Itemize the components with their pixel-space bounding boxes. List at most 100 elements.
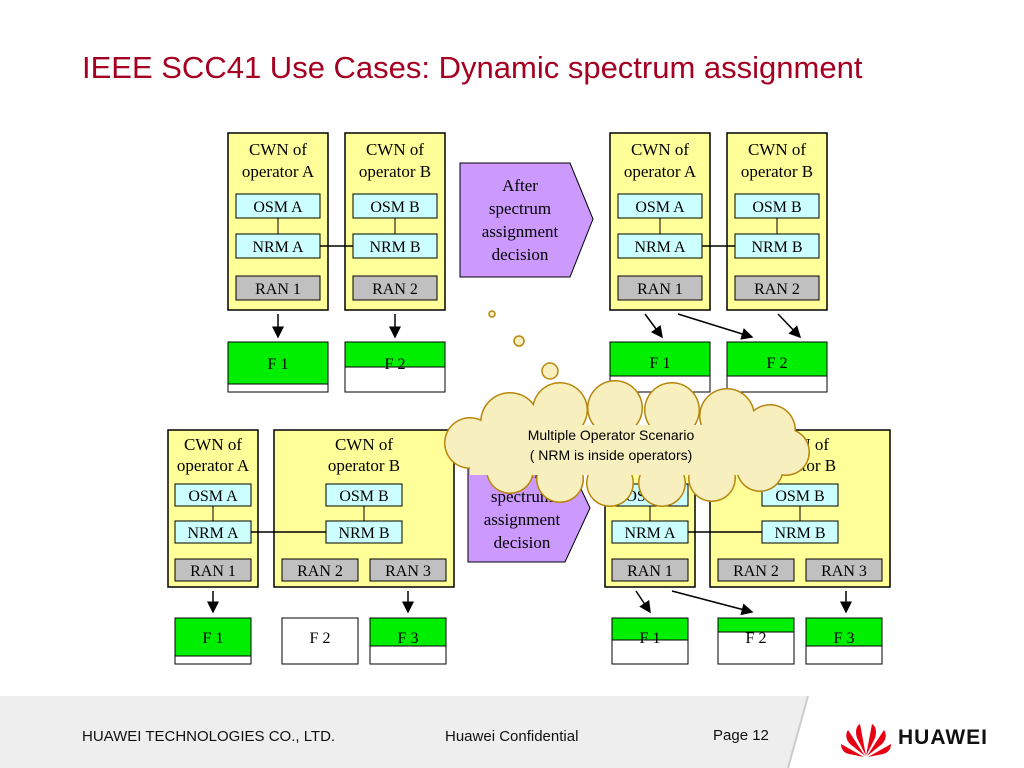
freq-label: F 2 <box>767 355 788 372</box>
osm-a-label: OSM A <box>188 488 238 505</box>
osm-b-box <box>734 193 820 219</box>
ran-1-label: RAN 1 <box>255 281 301 298</box>
arrow-text-line3: assignment <box>484 510 561 529</box>
freq-label: F 2 <box>385 356 406 373</box>
freq-label: F 1 <box>650 355 671 372</box>
ran-1-box <box>617 275 703 301</box>
osm-b-label: OSM B <box>370 199 419 216</box>
slide-footer <box>0 696 1024 768</box>
nrm-a-box <box>235 233 321 259</box>
osm-b-label: OSM B <box>752 199 801 216</box>
freq-f1-box: F 1 <box>609 341 711 393</box>
assignment-decision-arrow-top: After spectrum assignment decision <box>459 162 594 278</box>
ran-2-box <box>717 558 795 582</box>
nrm-b-label: NRM B <box>369 239 420 256</box>
freq-f1-box: F 1 <box>174 617 252 665</box>
huawei-logo-icon <box>841 724 891 757</box>
cwn-label-line2: operator A <box>242 162 315 181</box>
cwn-label-line1: CWN of <box>748 140 806 159</box>
scenario-cloud-callout: Multiple Operator Scenario ( NRM is insi… <box>444 380 810 507</box>
nrm-a-box <box>617 233 703 259</box>
cwn-label-line1: CWN of <box>249 140 307 159</box>
arrow-text-line4: decision <box>492 245 549 264</box>
freq-f1-box: F 1 <box>611 617 689 665</box>
freq-label: F 3 <box>398 630 419 647</box>
ran-1-box <box>235 275 321 301</box>
cwn-label-line2: operator B <box>359 162 431 181</box>
osm-a-label: OSM A <box>253 199 303 216</box>
after-scenario-1: CWN of operator A OSM A NRM A RAN 1 CWN … <box>609 132 828 393</box>
ran-3-box <box>805 558 883 582</box>
nrm-a-label: NRM A <box>187 525 239 542</box>
osm-b-box <box>352 193 438 219</box>
freq-label: F 1 <box>203 630 224 647</box>
huawei-logo-text: HUAWEI <box>898 726 988 749</box>
freq-f2-box: F 2 <box>344 341 446 393</box>
ran-arrow <box>671 590 754 616</box>
cwn-label-line2: operator A <box>177 456 250 475</box>
freq-f2-box: F 2 <box>281 617 359 665</box>
ran-3-box <box>369 558 447 582</box>
ran-arrow <box>677 313 754 340</box>
footer-company: HUAWEI TECHNOLOGIES CO., LTD. <box>82 728 336 745</box>
slide-title: IEEE SCC41 Use Cases: Dynamic spectrum a… <box>82 50 863 85</box>
cwn-label-line2: operator B <box>741 162 813 181</box>
freq-f1-box: F 1 <box>227 341 329 393</box>
osm-a-box <box>235 193 321 219</box>
ran-2-label: RAN 2 <box>372 281 418 298</box>
arrow-text-line2: spectrum <box>489 199 551 218</box>
nrm-a-label: NRM A <box>252 239 304 256</box>
nrm-b-label: NRM B <box>751 239 802 256</box>
ran-2-box <box>734 275 820 301</box>
ran-2-box <box>281 558 359 582</box>
spectrum-assignment-diagram: CWN of operator A OSM A NRM A RAN 1 CWN … <box>167 132 891 665</box>
thought-bubble-trail <box>488 310 559 380</box>
ran-3-label: RAN 3 <box>385 563 431 580</box>
footer-confidential: Huawei Confidential <box>445 728 579 745</box>
before-scenario-1: CWN of operator A OSM A NRM A RAN 1 CWN … <box>227 132 446 393</box>
nrm-b-box <box>734 233 820 259</box>
freq-f2-box: F 2 <box>726 341 828 393</box>
freq-label: F 1 <box>640 630 661 647</box>
ran-2-label: RAN 2 <box>297 563 343 580</box>
osm-b-label: OSM B <box>775 488 824 505</box>
arrow-text-line1: After <box>502 176 538 195</box>
nrm-a-label: NRM A <box>634 239 686 256</box>
freq-f3-box: F 3 <box>369 617 447 665</box>
ran-arrow <box>635 590 651 614</box>
cwn-label-line1: CWN of <box>184 435 242 454</box>
before-scenario-2: CWN of operator A OSM A NRM A RAN 1 CWN … <box>167 429 455 665</box>
nrm-b-label: NRM B <box>774 525 825 542</box>
nrm-a-label: NRM A <box>624 525 676 542</box>
ran-3-label: RAN 3 <box>821 563 867 580</box>
cloud-text-line1: Multiple Operator Scenario <box>528 427 695 443</box>
cwn-label-line1: CWN of <box>335 435 393 454</box>
freq-label: F 3 <box>834 630 855 647</box>
nrm-b-label: NRM B <box>338 525 389 542</box>
ran-1-label: RAN 1 <box>627 563 673 580</box>
cwn-label-line2: operator A <box>624 162 697 181</box>
ran-2-label: RAN 2 <box>754 281 800 298</box>
ran-arrow <box>644 313 663 339</box>
osm-b-label: OSM B <box>339 488 388 505</box>
cwn-label-line1: CWN of <box>366 140 424 159</box>
ran-1-box <box>174 558 252 582</box>
freq-f2-box: F 2 <box>717 617 795 665</box>
freq-label: F 2 <box>746 630 767 647</box>
cwn-label-line2: operator B <box>328 456 400 475</box>
cwn-label-line1: CWN of <box>631 140 689 159</box>
nrm-b-box <box>352 233 438 259</box>
osm-a-label: OSM A <box>635 199 685 216</box>
ran-arrow <box>777 313 802 339</box>
arrow-text-line3: assignment <box>482 222 559 241</box>
freq-f3-box: F 3 <box>805 617 883 665</box>
arrow-text-line4: decision <box>494 533 551 552</box>
cloud-text-line2: ( NRM is inside operators) <box>530 447 693 463</box>
ran-2-box <box>352 275 438 301</box>
ran-1-label: RAN 1 <box>190 563 236 580</box>
ran-1-label: RAN 1 <box>637 281 683 298</box>
ran-2-label: RAN 2 <box>733 563 779 580</box>
freq-label: F 2 <box>310 630 331 647</box>
ran-1-box <box>611 558 689 582</box>
freq-label: F 1 <box>268 356 289 373</box>
